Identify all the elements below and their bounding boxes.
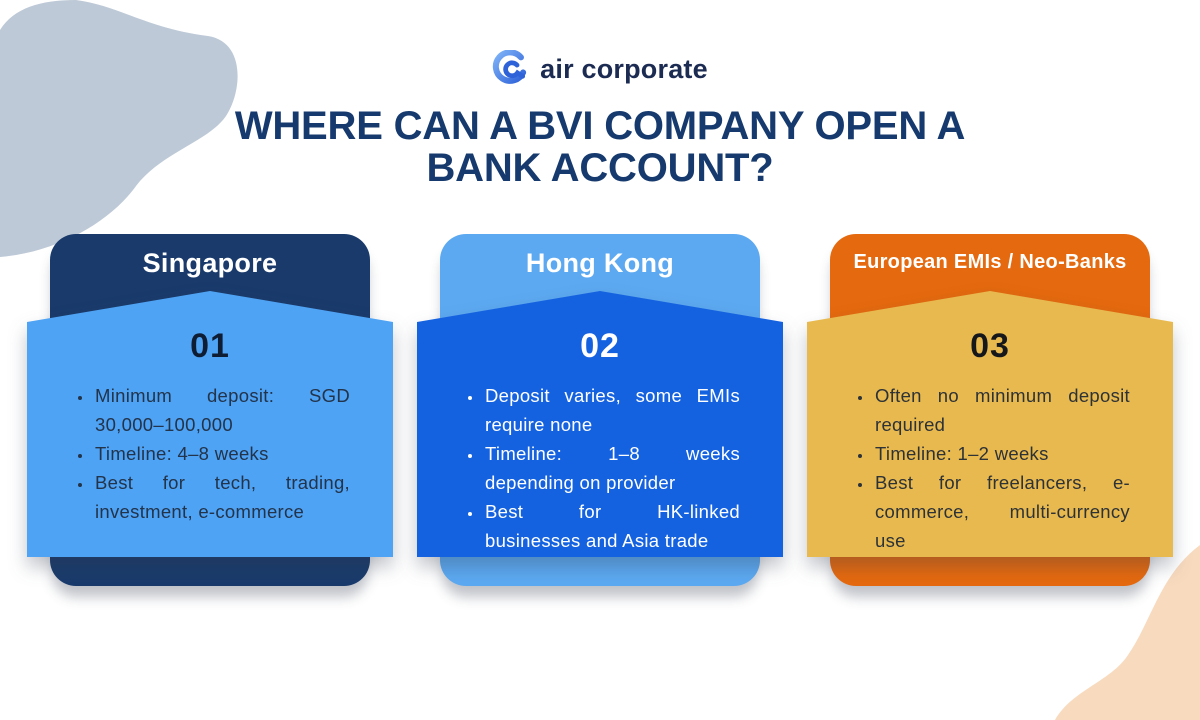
title-line-1: WHERE CAN A BVI COMPANY OPEN A xyxy=(234,104,966,148)
card-bullet-list: Often no minimum deposit required Timeli… xyxy=(873,381,1130,555)
card-hong-kong: Hong Kong 02 Deposit varies, some EMIs r… xyxy=(417,234,783,596)
card-european-emis-neo-banks: European EMIs / Neo-Banks 03 Often no mi… xyxy=(807,234,1173,596)
card-header-label: Hong Kong xyxy=(525,248,675,278)
card-number: 01 xyxy=(190,327,230,365)
bullet-item: Deposit varies, some EMIs require none xyxy=(483,381,740,439)
card-body-panel: 01 Minimum deposit: SGD 30,000–100,000 T… xyxy=(27,291,393,557)
bullet-item: Timeline: 1–2 weeks xyxy=(873,439,1130,468)
card-bullet-list: Minimum deposit: SGD 30,000–100,000 Time… xyxy=(93,381,350,526)
bullet-item: Minimum deposit: SGD 30,000–100,000 xyxy=(93,381,350,439)
bullet-item: Timeline: 4–8 weeks xyxy=(93,439,350,468)
card-header-label: European EMIs / Neo-Banks xyxy=(853,251,1127,273)
card-number: 03 xyxy=(970,327,1010,365)
air-corporate-logo-icon xyxy=(493,50,527,84)
card-singapore: Singapore 01 Minimum deposit: SGD 30,000… xyxy=(27,234,393,596)
brand-logo: air corporate xyxy=(0,50,1200,88)
bullet-item: Best for tech, trading, investment, e-co… xyxy=(93,468,350,526)
card-body-panel: 03 Often no minimum deposit required Tim… xyxy=(807,291,1173,557)
card-body-panel: 02 Deposit varies, some EMIs require non… xyxy=(417,291,783,557)
bullet-item: Best for HK-linked businesses and Asia t… xyxy=(483,497,740,555)
card-bullet-list: Deposit varies, some EMIs require none T… xyxy=(483,381,740,555)
bullet-item: Timeline: 1–8 weeks depending on provide… xyxy=(483,439,740,497)
brand-name: air corporate xyxy=(540,53,708,84)
bullet-item: Often no minimum deposit required xyxy=(873,381,1130,439)
title-line-2: BANK ACCOUNT? xyxy=(426,146,774,190)
card-number: 02 xyxy=(580,327,620,365)
card-header-label: Singapore xyxy=(142,248,278,278)
bullet-item: Best for freelancers, e-commerce, multi-… xyxy=(873,468,1130,555)
